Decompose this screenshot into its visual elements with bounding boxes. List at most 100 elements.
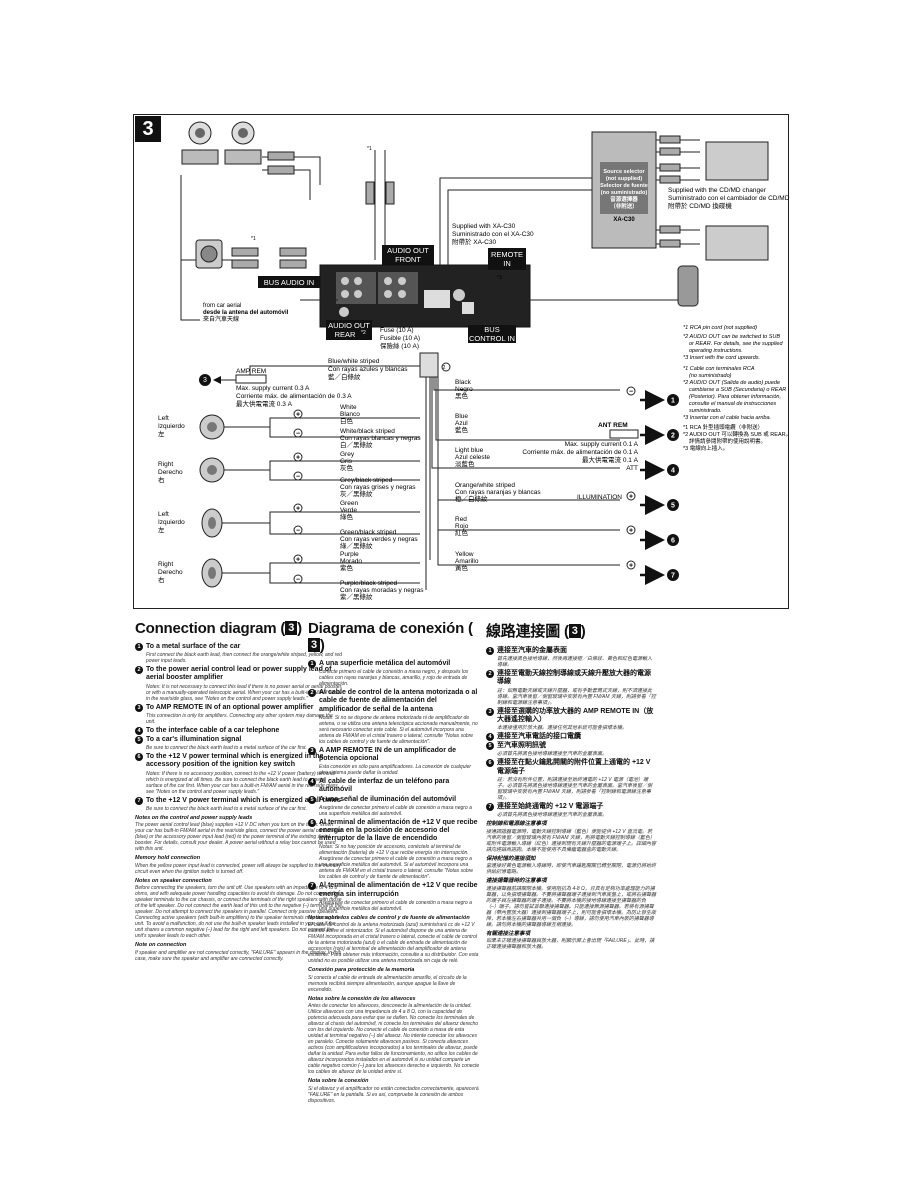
- svg-text:橙／白條紋: 橙／白條紋: [455, 494, 488, 503]
- svg-text:Corriente máx. de alimentación: Corriente máx. de alimentación de 0.3 A: [236, 393, 352, 400]
- svg-text:Con rayas verdes y negras: Con rayas verdes y negras: [340, 536, 418, 543]
- chinese-notes-heading: 控制線和電源線注意事項: [486, 821, 547, 828]
- svg-text:or REAR. For details, see the: or REAR. For details, see the supplied: [689, 341, 783, 347]
- svg-text:灰／黑條紋: 灰／黑條紋: [340, 489, 373, 498]
- spanish-speaker-heading: Notas sobre la conexión de los altavoces: [308, 995, 416, 1002]
- right-terminals: − + + +: [626, 386, 636, 570]
- chinese-item-desc: 必須首先將黑色接地導線連接至汽車的金屬表面。: [497, 812, 608, 819]
- head-unit: [319, 264, 531, 328]
- svg-text:*3 Insert with the cord upward: *3 Insert with the cord upwards.: [683, 355, 760, 361]
- svg-text:Purple: Purple: [340, 551, 359, 558]
- english-item-desc: Notes: If there is no accessory position…: [146, 770, 340, 795]
- speaker-side-labels: Left Izquierdo 左 Right Derecho 右 Left Iz…: [158, 415, 185, 584]
- chinese-connection-heading: 有關連接注意事項: [486, 930, 531, 937]
- svg-text:Derecho: Derecho: [158, 569, 183, 576]
- speaker-wires: [222, 417, 420, 584]
- svg-text:Con rayas naranjas y blancas: Con rayas naranjas y blancas: [455, 489, 541, 496]
- blue-white-label: Blue/white striped Con rayas azules y bl…: [328, 358, 408, 381]
- svg-text:Yellow: Yellow: [455, 551, 474, 558]
- svg-text:−: −: [296, 577, 300, 584]
- svg-text:Con rayas blancas y negras: Con rayas blancas y negras: [340, 435, 421, 442]
- svg-text:suministrado.: suministrado.: [689, 408, 722, 414]
- svg-text:Green/black striped: Green/black striped: [340, 529, 397, 536]
- svg-text:cambiarse a SUB (Secundaria) o: cambiarse a SUB (Secundaria) o REAR: [689, 387, 786, 393]
- svg-text:淡藍色: 淡藍色: [455, 459, 475, 468]
- svg-text:白色: 白色: [340, 416, 354, 425]
- audio-out-front-label: AUDIO OUT FRONT: [382, 245, 434, 265]
- svg-text:REAR: REAR: [335, 330, 356, 339]
- english-memory-body: When the yellow power input lead is conn…: [135, 862, 341, 875]
- svg-text:−: −: [296, 528, 300, 535]
- english-connection-body: If speaker and amplifier are not connect…: [135, 949, 342, 962]
- selector-rca-plugs: [659, 135, 681, 248]
- spanish-title: Diagrama de conexión (3): [308, 620, 473, 654]
- svg-text:藍／白條紋: 藍／白條紋: [328, 372, 361, 381]
- svg-text:白／黑條紋: 白／黑條紋: [340, 440, 373, 449]
- svg-text:+: +: [296, 412, 300, 419]
- wire-labels-right: Black Negro 黑色 Blue Azul 藍色 Light blue A…: [455, 379, 541, 572]
- chinese-connection-body: 如果未正確連接揚聲器與放大器，則顯示屏上會出現「FAILURE」。此時，請正確連…: [486, 938, 655, 951]
- polarity-arrows: + − + − + − + −: [293, 409, 303, 584]
- spanish-item-desc: Notas: Si no hay posición de accesorio, …: [319, 844, 474, 881]
- chinese-memory-body: 當連接好黃色電源輸入導線時，即使汽車鑰匙開關已轉至關閉，電源仍將始終供給記憶電路…: [486, 863, 657, 876]
- svg-text:Gris: Gris: [340, 458, 353, 465]
- svg-text:*3 Insertar con el cable hacia: *3 Insertar con el cable hacia arriba.: [683, 415, 771, 421]
- chinese-item-desc: 首先連接黑色接地導線，然後再連接橙／白條紋、黃色和紅色電源輸入導線。: [497, 656, 653, 669]
- svg-text:Izquierdo: Izquierdo: [158, 519, 185, 526]
- svg-text:(Posterior). Para obtener info: (Posterior). Para obtener información,: [689, 394, 781, 400]
- svg-text:附帶於 CD/MD 換碟機: 附帶於 CD/MD 換碟機: [668, 201, 732, 210]
- svg-text:−: −: [296, 474, 300, 481]
- speaker-rear-right: [201, 558, 223, 588]
- ant-rem-block: ANT REM Max. supply current 0.1 A Corrie…: [522, 422, 638, 501]
- svg-text:Derecho: Derecho: [158, 469, 183, 476]
- svg-text:Supplied with the CD/MD change: Supplied with the CD/MD changer: [668, 187, 767, 194]
- svg-text:AUDIO OUT: AUDIO OUT: [387, 246, 429, 255]
- svg-text:+: +: [629, 528, 633, 535]
- english-notes-body: The power aerial control lead (blue) sup…: [135, 822, 342, 853]
- spanish-connection-body: Si el altavoz y el amplificador no están…: [308, 1085, 479, 1104]
- svg-text:ATT: ATT: [626, 465, 638, 472]
- svg-text:−: −: [296, 431, 300, 438]
- svg-text:Morado: Morado: [340, 558, 362, 565]
- svg-text:Rojo: Rojo: [455, 523, 469, 530]
- english-speaker-heading: Notes on speaker connection: [135, 877, 212, 884]
- bus-control-in-label: BUS CONTROL IN: [468, 325, 516, 343]
- english-item-desc: Be sure to connect the black earth lead …: [146, 805, 307, 812]
- spanish-memory-body: Si conecta el cable de entrada de alimen…: [308, 974, 467, 993]
- svg-text:+: +: [296, 455, 300, 462]
- svg-text:Light blue: Light blue: [455, 447, 484, 454]
- svg-text:XA-C30: XA-C30: [613, 217, 635, 223]
- english-item-desc: Notes: It is not necessary to connect th…: [146, 683, 343, 702]
- svg-text:*2: *2: [361, 330, 366, 336]
- svg-text:Right: Right: [158, 461, 173, 468]
- svg-text:desde la antena del automóvil: desde la antena del automóvil: [203, 310, 289, 316]
- svg-text:+: +: [296, 557, 300, 564]
- chinese-speaker-heading: 連接揚聲器時的注意事項: [486, 878, 547, 885]
- svg-text:*2 AUDIO OUT (Salida de audio): *2 AUDIO OUT (Salida de audio) puede: [683, 380, 780, 386]
- spanish-item-desc: Esta conexión es sólo para amplificadore…: [319, 764, 472, 777]
- chinese-speaker-body: 連接揚聲器前請關閉本機。使用阻抗為 4-8 Ω，且具有足夠功率處理能力的揚聲器，…: [486, 885, 657, 928]
- svg-text:Left: Left: [158, 415, 169, 422]
- svg-text:consulte el manual de instrucc: consulte el manual de instrucciones: [689, 401, 776, 407]
- fuse-label: Fuse (10 A) Fusible (10 A) 保險絲 (10 A): [380, 327, 420, 350]
- rear-speaker-pair-top: [181, 121, 262, 165]
- amp-rem-line: 3 AMP REM Max. supply current 0.3 A Corr…: [199, 365, 420, 408]
- svg-text:Max. supply current 0.1 A: Max. supply current 0.1 A: [565, 441, 639, 448]
- svg-text:左: 左: [158, 429, 165, 438]
- audio-out-rear-label: AUDIO OUT REAR *2: [326, 320, 372, 340]
- svg-text:紫／黑條紋: 紫／黑條紋: [340, 592, 373, 601]
- svg-text:Azul: Azul: [455, 420, 468, 427]
- svg-text:REMOTE: REMOTE: [491, 250, 523, 259]
- svg-text:1: 1: [671, 398, 675, 405]
- english-speaker-body: Before connecting the speakers, turn the…: [135, 885, 343, 940]
- svg-text:+: +: [629, 563, 633, 570]
- svg-text:Supplied with XA-C30: Supplied with XA-C30: [452, 223, 516, 230]
